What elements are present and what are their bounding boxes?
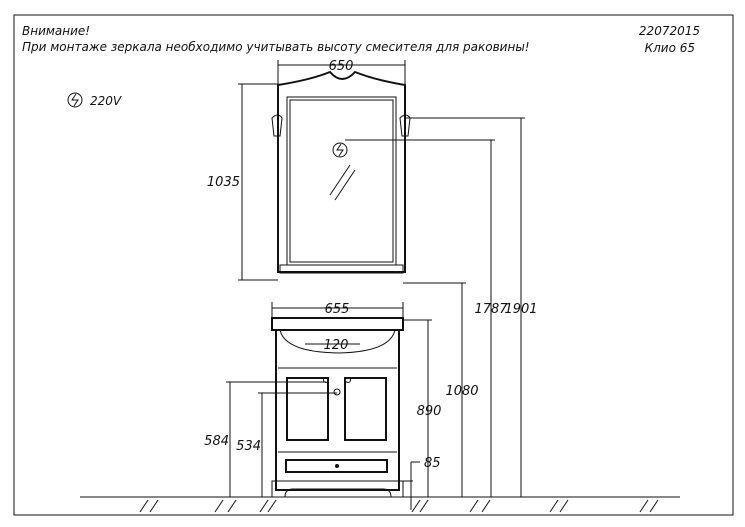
electric-socket-icon [67,92,83,108]
dimension-lines [226,60,525,510]
date-code: 22072015 [639,24,700,38]
dim-faucet-spacing: 120 [324,338,349,353]
voltage-label: 220V [90,94,122,108]
warning-title: Внимание! [22,24,90,38]
dim-water-inlet: 584 [204,434,229,449]
floor-hatch [139,499,659,513]
drawing-frame [13,14,734,516]
dim-mirror-top: 1901 [504,302,537,317]
dim-mirror-width: 650 [329,59,354,74]
mirror [271,70,411,274]
warning-text: При монтаже зеркала необходимо учитывать… [22,40,530,54]
socket-marker-icon [332,142,348,158]
dim-socket-height: 1787 [474,302,508,317]
dim-mirror-height: 1035 [207,175,240,190]
dim-plinth: 85 [424,456,441,471]
dim-sink-height: 890 [417,404,442,419]
dim-drain: 534 [236,439,261,454]
vanity-cabinet [271,317,404,498]
dim-cabinet-width: 655 [325,302,350,317]
dim-mirror-bottom: 1080 [445,384,478,399]
model-name: Клио 65 [645,41,695,55]
